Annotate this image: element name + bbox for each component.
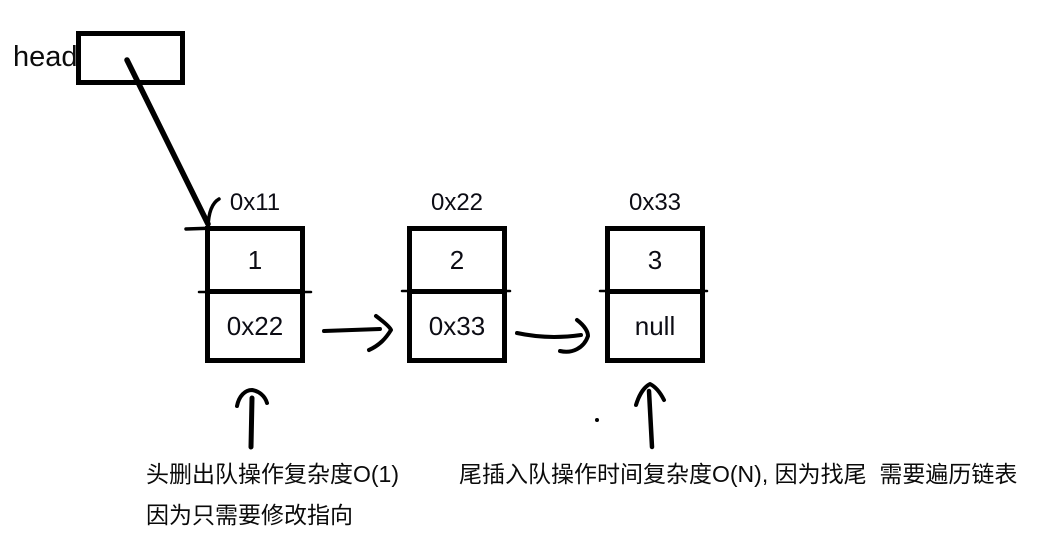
node3-box: 3 null xyxy=(605,226,705,363)
stray-dot xyxy=(595,418,599,422)
node3-value-cell: 3 xyxy=(610,231,700,294)
node3-next-cell: null xyxy=(634,310,676,341)
node2-next-cell: 0x33 xyxy=(428,310,486,341)
node2-to-node3-arrow xyxy=(515,318,590,354)
node1-box: 1 0x22 xyxy=(205,226,305,363)
node2-box: 2 0x33 xyxy=(407,226,507,363)
node1-value-cell: 1 xyxy=(210,231,300,294)
node2-value-cell: 2 xyxy=(412,231,502,294)
annotation-head-dequeue-line1: 头删出队操作复杂度O(1) xyxy=(146,461,399,487)
annotation-head-dequeue-line2: 因为只需要修改指向 xyxy=(146,502,353,528)
node3-address-label: 0x33 xyxy=(628,189,682,216)
head-pointer-label: head xyxy=(13,41,78,73)
head-pointer-box xyxy=(76,31,185,85)
node2-address-label: 0x22 xyxy=(430,189,484,216)
node1-to-node2-arrow xyxy=(322,314,393,352)
node1-next-cell: 0x22 xyxy=(226,310,284,341)
node1-up-arrow xyxy=(235,388,269,450)
node3-up-arrow xyxy=(634,382,666,450)
annotation-tail-enqueue: 尾插入队操作时间复杂度O(N), 因为找尾 需要遍历链表 xyxy=(459,461,1018,487)
node1-address-label: 0x11 xyxy=(229,189,281,216)
